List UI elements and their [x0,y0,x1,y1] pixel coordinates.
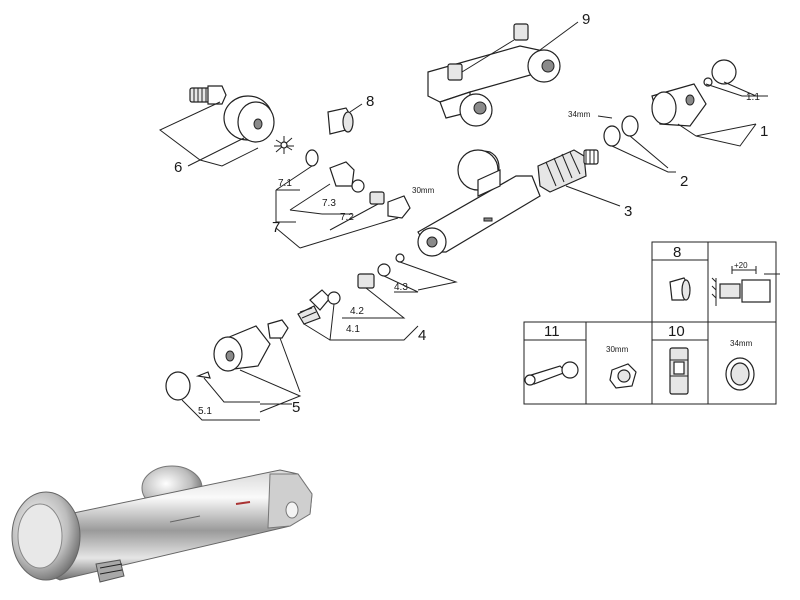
dimension-30mm-label: 30mm [412,186,435,195]
wall-bracket-part-9 [427,23,561,127]
table-cell-8-label: 8 [673,244,681,261]
valve-part-7 [305,149,411,219]
callout-1: 1 [760,123,768,140]
nut-30mm-label: 30mm [606,345,629,354]
temp-handle-part-1 [651,59,737,127]
nut-30mm-icon [609,363,637,389]
table-cell-10-label: 10 [668,323,685,340]
extension-adapter-icon [669,277,691,301]
dimension-34mm-arrow [597,115,613,119]
leader-9 [539,21,579,51]
leader-7 [275,165,399,249]
seal-star-part [274,136,294,154]
callout-6: 6 [174,159,182,176]
dimension-34mm-label: 34mm [568,110,591,119]
callout-5: 5 [292,399,300,416]
offset-drawing [711,266,780,306]
table-cell-11-label: 11 [544,323,560,340]
callout-7-1: 7.1 [278,178,292,189]
flow-handle-part-5 [165,319,289,401]
thermo-cartridge-part-3 [537,149,599,193]
callout-7-3: 7.3 [322,198,336,209]
ring-part-2 [603,115,639,147]
cartridge-tool-icon [669,347,689,395]
callout-4-3: 4.3 [394,282,408,293]
callout-4-2: 4.2 [350,306,364,317]
leader-6 [159,101,245,167]
callout-2: 2 [680,173,688,190]
leader-2 [611,135,676,173]
offset-dimension-label: +20 [734,261,748,270]
leader-1 [677,81,768,147]
callout-1-1: 1.1 [746,92,760,103]
cap-part-6 [223,95,275,143]
callout-7: 7 [272,219,280,236]
callout-9: 9 [582,11,590,28]
adapter-part-8 [327,107,354,135]
callout-7-2: 7.2 [340,212,354,223]
product-photo-thermostat [11,465,313,583]
wrench-icon [524,361,579,386]
ring-34mm-icon [725,357,755,391]
callout-4-1: 4.1 [346,324,360,335]
callout-4: 4 [418,327,426,344]
leader-8 [349,103,363,113]
connector-part-6 [189,85,227,105]
callout-5-1: 5.1 [198,406,212,417]
leader-5 [181,337,302,421]
callout-8: 8 [366,93,374,110]
thermostat-body [417,149,541,257]
ring-34mm-label: 34mm [730,339,753,348]
leader-3 [565,185,621,207]
leader-4 [303,261,458,341]
callout-3: 3 [624,203,632,220]
